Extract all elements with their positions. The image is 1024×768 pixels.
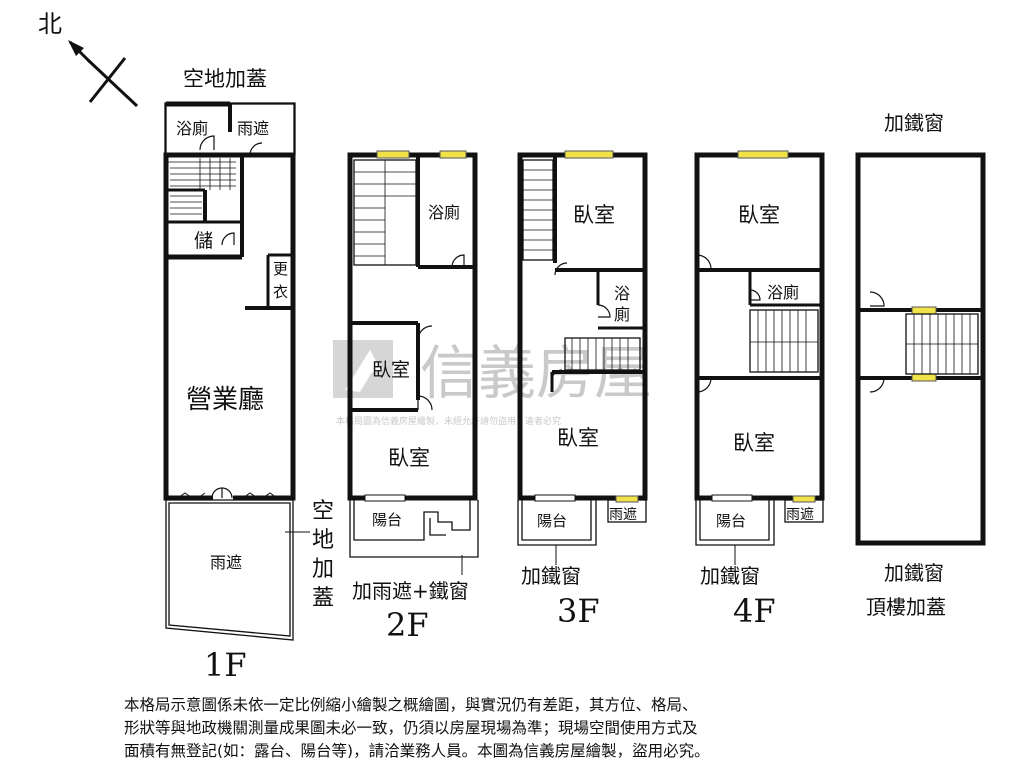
window-icon [911, 373, 937, 382]
floor-1-stairs [168, 158, 236, 215]
floor-1-bath: 浴廁 [176, 119, 208, 138]
floor-4-bedroom-a: 臥室 [738, 203, 780, 227]
door-icon [554, 262, 568, 276]
door-icon [417, 395, 433, 411]
floor-3-bedroom-a: 臥室 [573, 203, 615, 227]
window-icon [911, 306, 937, 315]
floor-1-storage: 儲 [194, 230, 213, 252]
disclaimer: 本格局示意圖係未依一定比例縮小繪製之概繪圖，與實況仍有差距，其方位、格局、 形狀… [124, 694, 1004, 763]
window-icon [564, 150, 614, 159]
floor-4-label: 4F [733, 592, 776, 630]
floor-2-plan: 浴廁 臥室 臥室 陽台 加雨遮+鐵窗 2F [347, 150, 479, 644]
disclaimer-line: 形狀等與地政機關測量成果圖未必一致，仍須以房屋現場為準；現場空間使用方式及 [124, 719, 698, 737]
front-door-icon [211, 487, 223, 499]
floor-2-balcony: 陽台 [372, 511, 402, 529]
floor-1-top-label: 空地加蓋 [183, 67, 267, 91]
floor-1-changing-1: 更 [273, 260, 288, 278]
door-icon [696, 377, 712, 393]
floor-3-stairs [522, 159, 554, 261]
floor-3-bath-2: 廁 [614, 305, 630, 324]
floor-1-canopy-front: 雨遮 [210, 553, 242, 572]
floor-roof-plan: 加鐵窗 加鐵窗 頂樓加蓋 [855, 111, 986, 619]
window-icon [615, 495, 639, 503]
floor-1-side-label-3: 加 [312, 557, 334, 582]
door-icon [221, 232, 235, 246]
floor-3-balcony: 陽台 [537, 512, 567, 530]
door-icon [869, 291, 885, 307]
disclaimer-line: 面積有無登記(如：露台、陽台等)，請洽業務人員。本圖為信義房屋繪製，盜用必究。 [124, 742, 710, 760]
door-icon [417, 325, 433, 341]
window-icon [737, 150, 789, 159]
floor-3-label: 3F [557, 592, 600, 630]
floor-3-bedroom-b: 臥室 [557, 426, 599, 450]
floor-plan-drawing: 信義房屋 本格局圖為信義房屋繪製，未經允許請勿盜用，違者必究 北 空地加蓋 浴廁… [38, 10, 986, 684]
floor-4-bottom-label: 加鐵窗 [700, 564, 760, 588]
roof-bottom-label-2: 頂樓加蓋 [866, 595, 946, 619]
window-icon [376, 150, 410, 159]
floor-4-bath: 浴廁 [767, 283, 799, 302]
floor-2-stairs [353, 159, 417, 266]
floor-4-balcony: 陽台 [716, 512, 746, 530]
floor-1-side-label-2: 地 [312, 528, 334, 553]
door-icon [749, 289, 761, 301]
floor-2-label: 2F [386, 606, 429, 644]
floor-1-business-hall: 營業廳 [186, 385, 264, 415]
floor-4-plan: 臥室 浴廁 臥室 陽台 雨遮 加鐵窗 4F [694, 150, 825, 630]
north-label: 北 [38, 10, 62, 38]
door-icon [551, 369, 563, 381]
floor-2-bedroom-b: 臥室 [388, 446, 430, 470]
door-icon [597, 304, 611, 318]
floor-3-bottom-label: 加鐵窗 [521, 564, 581, 588]
floor-1-changing-2: 衣 [273, 283, 288, 301]
compass-cross-line [88, 57, 127, 103]
floor-1-side-label-1: 空 [312, 499, 334, 524]
compass-arrow-shaft [86, 58, 139, 108]
floor-3-bath-1: 浴 [614, 284, 630, 303]
floor-1-canopy-top: 雨遮 [237, 119, 269, 138]
disclaimer-line: 本格局示意圖係未依一定比例縮小繪製之概繪圖，與實況仍有差距，其方位、格局、 [124, 696, 698, 714]
floor-2-bath: 浴廁 [428, 203, 460, 222]
floor-2-bedroom-a: 臥室 [372, 359, 410, 381]
window-icon [792, 495, 816, 503]
floor-4-canopy: 雨遮 [786, 507, 814, 523]
door-icon [199, 135, 215, 151]
floor-3-plan: 臥室 浴 廁 臥室 陽台 雨遮 加鐵窗 3F [517, 150, 648, 630]
door-icon [696, 254, 712, 270]
roof-bottom-label-1: 加鐵窗 [884, 561, 944, 585]
floor-3-canopy: 雨遮 [609, 507, 637, 523]
floor-1-side-label-4: 蓋 [312, 586, 334, 611]
door-icon [451, 254, 465, 268]
floor-1-plan: 空地加蓋 浴廁 雨遮 儲 [163, 67, 334, 684]
watermark-notice: 本格局圖為信義房屋繪製，未經允許請勿盜用，違者必究 [336, 415, 561, 427]
door-icon [869, 377, 885, 393]
floor-4-bedroom-b: 臥室 [733, 431, 775, 455]
floor-1-label: 1F [204, 646, 247, 684]
compass: 北 [38, 10, 139, 108]
roof-top-label: 加鐵窗 [884, 111, 944, 135]
floor-2-bottom-label: 加雨遮+鐵窗 [352, 579, 469, 603]
floor-4-stairs [749, 309, 819, 373]
window-icon [439, 150, 467, 159]
roof-stairs [905, 313, 979, 375]
